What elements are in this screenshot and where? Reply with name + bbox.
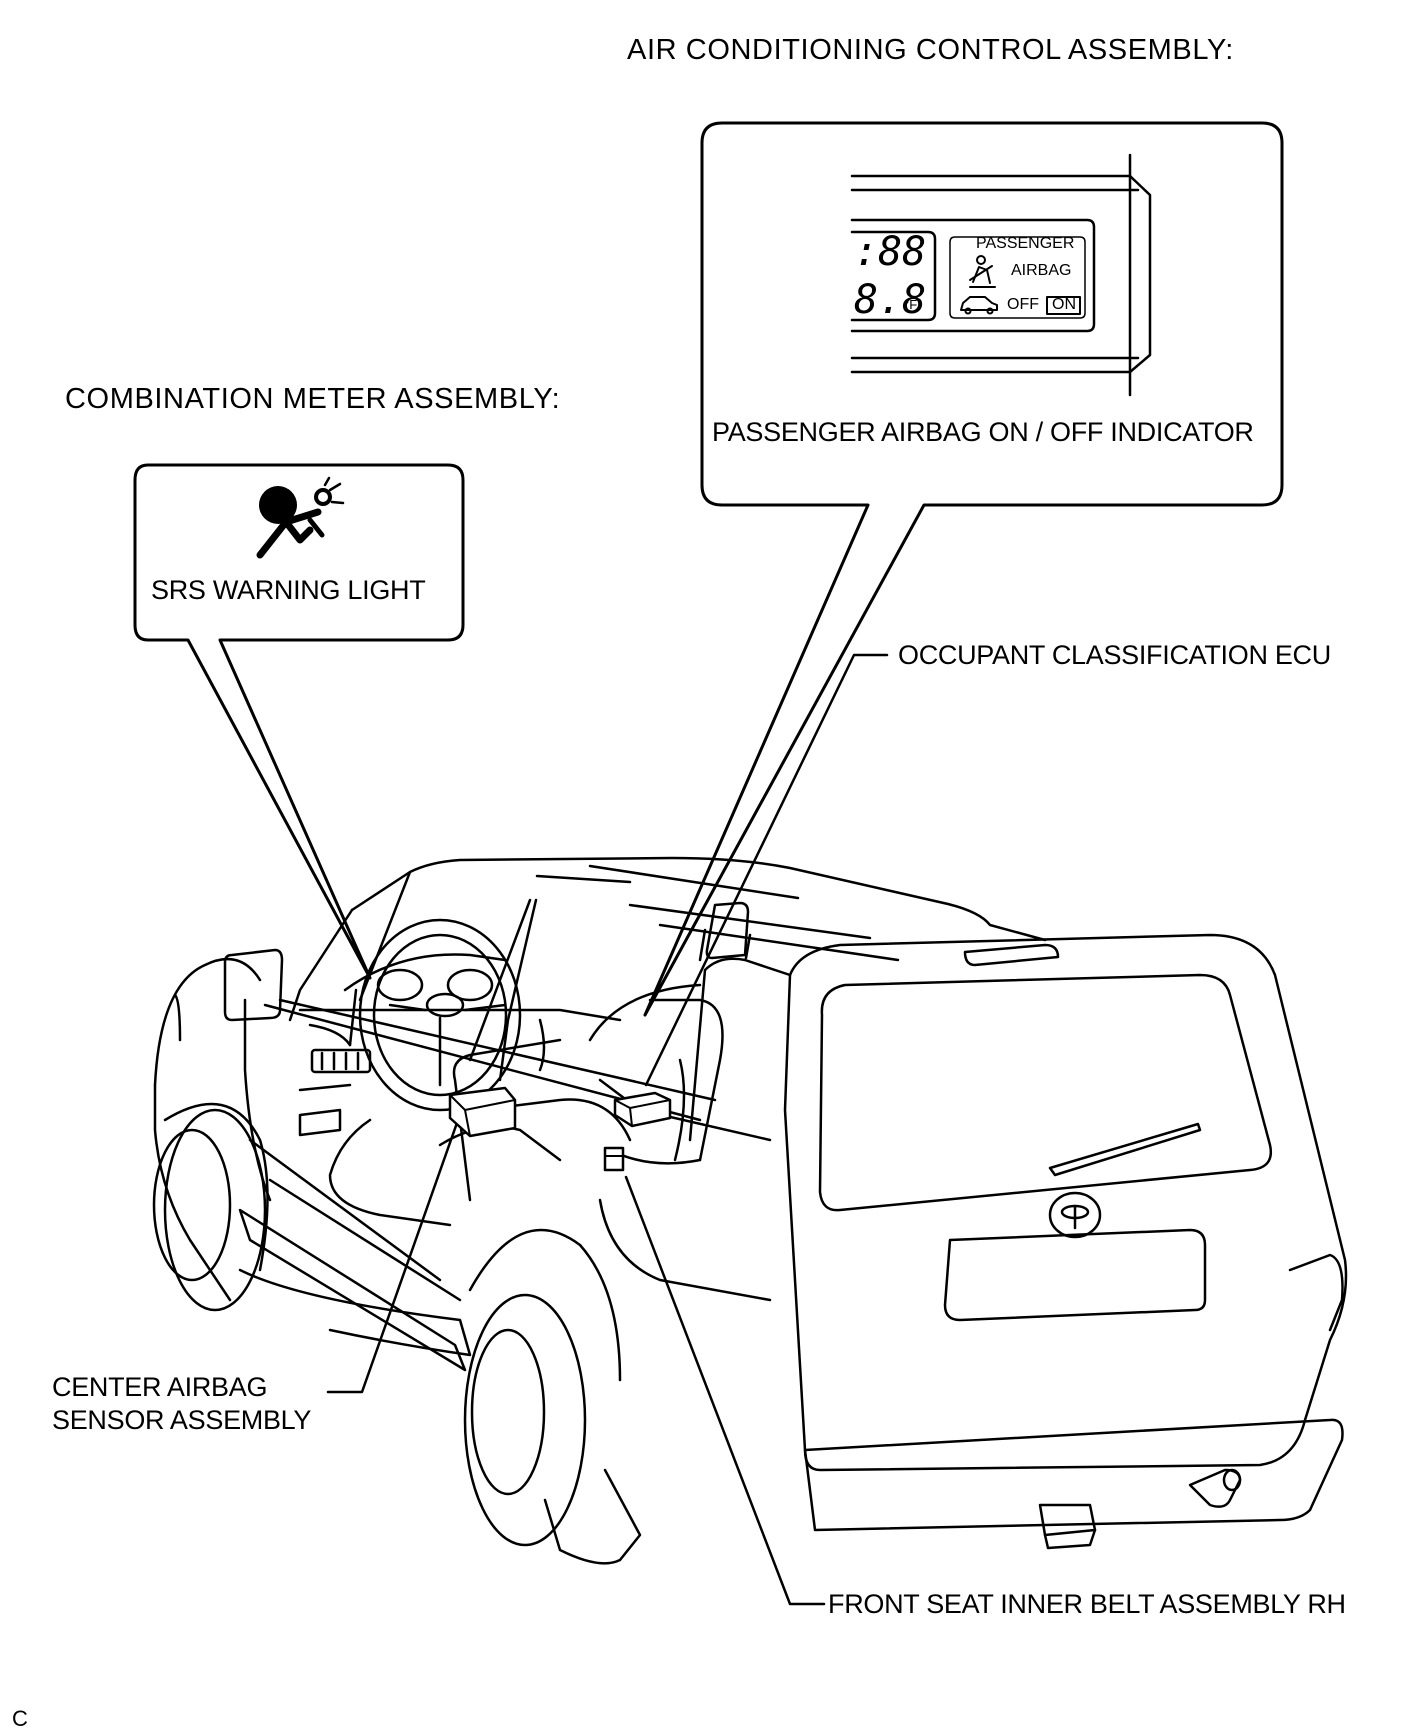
vehicle-drawing — [152, 856, 1348, 1565]
front-seat-belt-label: FRONT SEAT INNER BELT ASSEMBLY RH — [828, 1589, 1346, 1619]
indicator-off-text: OFF — [1007, 296, 1039, 313]
ac-control-heading: AIR CONDITIONING CONTROL ASSEMBLY: — [627, 34, 1234, 66]
display-clock: :88 — [854, 229, 927, 275]
car-icon — [960, 296, 998, 315]
ac-callout-bubble — [643, 121, 1284, 1017]
ac-display-panel — [850, 153, 1152, 397]
srs-warning-light-label: SRS WARNING LIGHT — [151, 575, 426, 605]
indicator-airbag-text: AIRBAG — [1011, 262, 1072, 279]
leader-lines — [326, 653, 889, 1606]
center-airbag-label-line2: SENSOR ASSEMBLY — [52, 1405, 312, 1435]
combination-meter-heading: COMBINATION METER ASSEMBLY: — [65, 383, 561, 415]
seatbelt-icon — [969, 255, 996, 288]
indicator-passenger-text: PASSENGER — [976, 235, 1075, 252]
display-temperature: 8.8 — [854, 277, 927, 323]
indicator-on-text: ON — [1052, 296, 1076, 313]
display-temperature-unit: °F — [904, 297, 918, 312]
srs-callout-bubble — [133, 463, 465, 980]
occupant-ecu-label: OCCUPANT CLASSIFICATION ECU — [898, 640, 1331, 670]
passenger-indicator-label: PASSENGER AIRBAG ON / OFF INDICATOR — [712, 417, 1254, 447]
airbag-warning-icon — [256, 476, 345, 559]
center-airbag-label-line1: CENTER AIRBAG — [52, 1372, 268, 1402]
corner-code: C — [12, 1706, 28, 1731]
